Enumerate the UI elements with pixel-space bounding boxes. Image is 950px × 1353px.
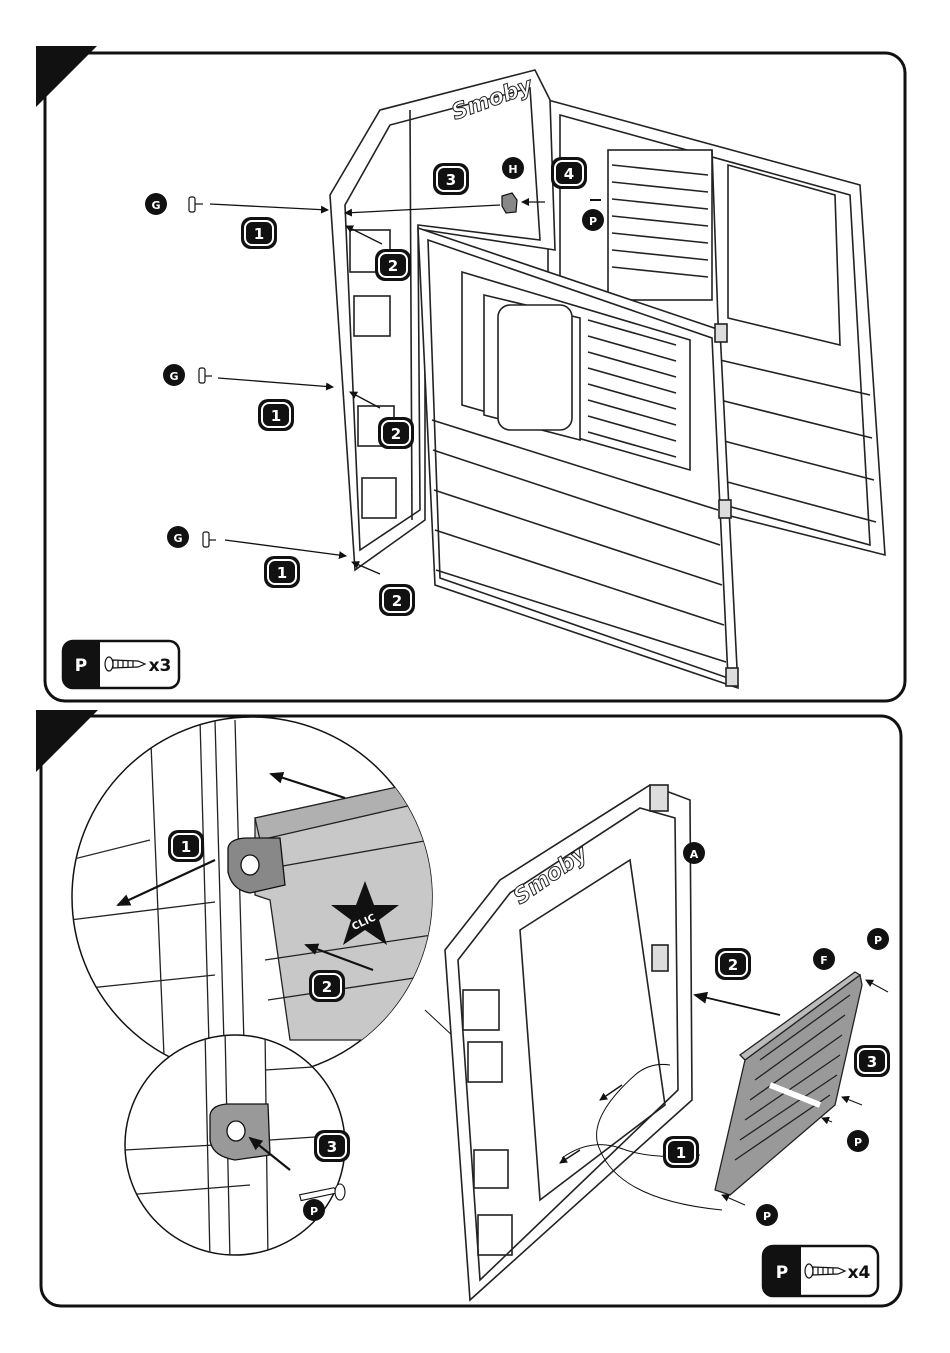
svg-text:2: 2: [322, 978, 332, 996]
svg-text:2: 2: [728, 956, 738, 974]
svg-text:1: 1: [271, 407, 281, 425]
svg-text:P: P: [589, 215, 597, 228]
svg-text:F: F: [820, 954, 828, 967]
step-badge-3: 3: [314, 1130, 350, 1162]
svg-text:H: H: [508, 163, 517, 176]
svg-text:1: 1: [254, 225, 264, 243]
screw-letter: P: [75, 656, 87, 676]
part-badge-f: F: [813, 948, 835, 970]
svg-text:4: 4: [564, 165, 574, 183]
svg-text:2: 2: [391, 425, 401, 443]
svg-text:G: G: [169, 370, 178, 383]
svg-text:2: 2: [392, 592, 402, 610]
step-badge-1: 1: [241, 217, 277, 249]
step-badge-4: 4: [551, 157, 587, 189]
part-badge-g: G: [145, 193, 167, 215]
step-badge-1: 1: [168, 830, 204, 862]
svg-text:3: 3: [867, 1053, 877, 1071]
step-badge-1: 1: [663, 1136, 699, 1168]
part-badge-p: P: [303, 1199, 325, 1221]
screw-letter: P: [776, 1263, 788, 1283]
panel-step-2: CLIC: [36, 710, 901, 1306]
part-badge-p: P: [867, 928, 889, 950]
svg-text:A: A: [690, 848, 699, 861]
step-badge-1: 1: [264, 556, 300, 588]
latch-part-h: [502, 193, 517, 213]
svg-text:1: 1: [676, 1144, 686, 1162]
part-badge-g: G: [167, 526, 189, 548]
svg-text:1: 1: [181, 838, 191, 856]
svg-text:3: 3: [327, 1138, 337, 1156]
step-badge-2: 2: [715, 948, 751, 980]
screw-quantity: x4: [848, 1263, 871, 1283]
screw-count-box: P x4: [763, 1246, 878, 1296]
step-badge-2: 2: [379, 584, 415, 616]
part-badge-p: P: [756, 1204, 778, 1226]
screw-quantity: x3: [149, 656, 172, 676]
step-badge-3: 3: [433, 163, 469, 195]
svg-text:P: P: [854, 1136, 862, 1149]
step-badge-3: 3: [854, 1045, 890, 1077]
step-badge-2: 2: [378, 417, 414, 449]
svg-text:2: 2: [388, 257, 398, 275]
svg-text:G: G: [151, 199, 160, 212]
step-badge-1: 1: [258, 399, 294, 431]
part-badge-a: A: [683, 842, 705, 864]
svg-text:P: P: [874, 934, 882, 947]
svg-text:P: P: [763, 1210, 771, 1223]
part-badge-g: G: [163, 364, 185, 386]
part-badge-p: P: [582, 209, 604, 231]
part-badge-h: H: [502, 157, 524, 179]
svg-text:1: 1: [277, 564, 287, 582]
step-badge-2: 2: [309, 970, 345, 1002]
svg-text:P: P: [310, 1205, 318, 1218]
part-badge-p: P: [847, 1130, 869, 1152]
panel-step-1: Smoby: [36, 46, 905, 701]
svg-text:G: G: [173, 532, 182, 545]
svg-text:3: 3: [446, 171, 456, 189]
screw-count-box: P x3: [63, 641, 179, 688]
step-badge-2: 2: [375, 249, 411, 281]
